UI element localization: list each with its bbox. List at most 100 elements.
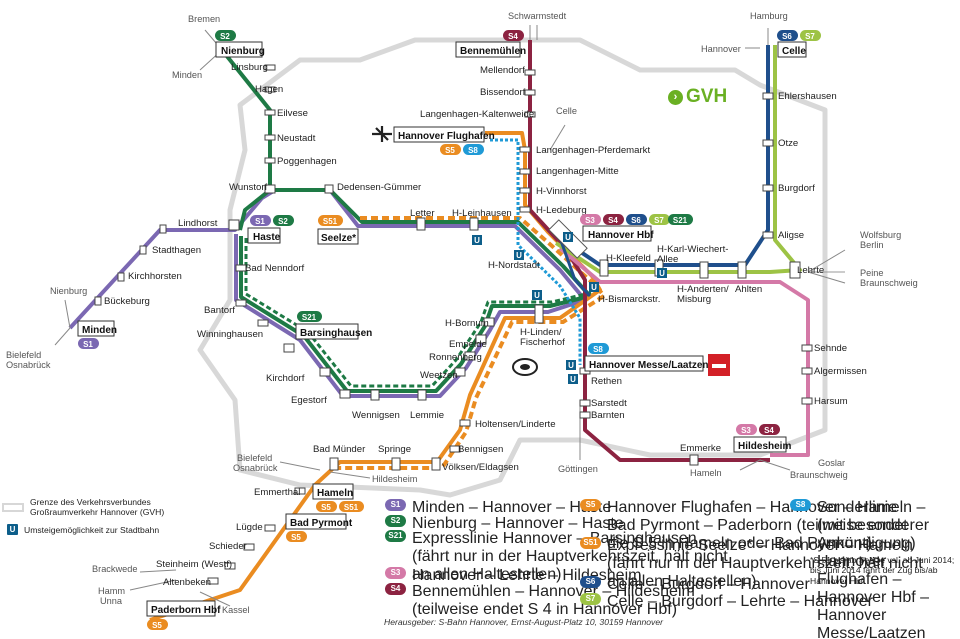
- station-haste: Haste: [253, 232, 281, 243]
- dest-peine: Peine: [860, 268, 884, 278]
- station-flughafen: Hannover Flughafen: [398, 131, 495, 142]
- legend-line-text: Expresslinie Hannover – Barsinghausen (f…: [412, 530, 728, 583]
- svg-text:S6: S6: [782, 32, 792, 41]
- line-s7: [554, 45, 802, 274]
- station-celle: Celle: [782, 46, 806, 57]
- line-s5: [149, 131, 602, 622]
- station-ahlten: Ahlten: [735, 284, 762, 295]
- station-wennigsen: Wennigsen: [352, 410, 400, 421]
- legend-transfer: U Umsteigemöglichkeit zur Stadtbahn: [7, 524, 159, 535]
- svg-text:S5: S5: [152, 621, 162, 630]
- line-core-blue: [558, 237, 592, 298]
- station-karl: H-Karl-Wiechert-Allee: [657, 244, 728, 265]
- station-pferdemarkt: Langenhagen-Pferdemarkt: [536, 145, 650, 156]
- station-vinnhorst: H-Vinnhorst: [536, 186, 587, 197]
- station-egestorf: Egestorf: [291, 395, 327, 406]
- station-bueckeburg: Bückeburg: [104, 296, 150, 307]
- station-voelksen: Völksen/Eldagsen: [442, 462, 519, 473]
- dest-nienburg-left: Nienburg: [50, 286, 87, 296]
- legend-badge: S2: [385, 515, 406, 527]
- legend-badge: S3: [385, 567, 406, 579]
- dest-goslar: Goslar: [818, 458, 845, 468]
- gvh-logo: › GVH: [668, 86, 727, 108]
- station-hameln: Hameln: [317, 488, 353, 499]
- transfer-u-icon: U: [7, 524, 18, 535]
- station-messe: Hannover Messe/Laatzen: [589, 360, 709, 371]
- dest-unna: Unna: [100, 596, 123, 606]
- svg-text:S4: S4: [508, 32, 518, 41]
- station-leinhausen: H-Leinhausen: [452, 208, 512, 219]
- station-labels: Linsburg Hagen Eilvese Neustadt Poggenha…: [104, 62, 867, 588]
- legend-badge: S1: [385, 499, 406, 511]
- dest-minden: Minden: [172, 70, 202, 80]
- station-otze: Otze: [778, 138, 798, 149]
- legend-badge: S51: [580, 537, 601, 549]
- map-badges: S2 S4 S5 S8 S6 S7 S1 S2 S51 S1 S21 S3 S4…: [78, 30, 821, 630]
- station-bantorf: Bantorf: [204, 305, 235, 316]
- station-lehrte: Lehrte: [797, 265, 824, 276]
- svg-text:S6: S6: [631, 216, 641, 225]
- station-aligse: Aligse: [778, 230, 804, 241]
- line-s2-haste: [238, 188, 272, 231]
- station-steinheim: Steinheim (Westf): [156, 559, 232, 570]
- legend-line-text: Celle – Burgdorf – Hannover: [607, 576, 810, 593]
- dest-hamm: Hamm: [98, 586, 125, 596]
- legend-badge: S8: [790, 499, 811, 511]
- publisher: Herausgeber: S-Bahn Hannover, Ernst-Augu…: [384, 617, 663, 627]
- svg-text:S3: S3: [585, 216, 595, 225]
- station-schieder: Schieder: [209, 541, 248, 552]
- dest-bremen: Bremen: [188, 14, 220, 24]
- station-markers: [94, 64, 813, 585]
- dest-osnabrueck-mid: Osnabrück: [233, 463, 278, 473]
- dest-brackwede: Brackwede: [92, 564, 137, 574]
- svg-text:U: U: [570, 375, 576, 384]
- station-seelze: Seelze*: [321, 233, 356, 244]
- station-holtensen: Holtensen/Linderte: [475, 419, 556, 430]
- svg-text:U: U: [591, 283, 597, 292]
- legend-badge: S7: [580, 593, 601, 605]
- station-barnten: Barnten: [591, 410, 625, 421]
- legend-line-text: Expresslinie Seelze* – Hannover – Hameln…: [607, 537, 923, 590]
- destination-labels: Bremen Minden Schwarmstedt Celle Hamburg…: [6, 11, 918, 615]
- station-winninghausen: Winninghausen: [197, 329, 263, 340]
- station-algermissen: Algermissen: [814, 366, 867, 377]
- dest-hildesheim-arrow: Hildesheim: [372, 474, 418, 484]
- station-poggenhagen: Poggenhagen: [277, 156, 337, 167]
- legend-badge: S5: [580, 499, 601, 511]
- station-paderborn: Paderborn Hbf: [151, 605, 221, 616]
- station-hbf: Hannover Hbf: [588, 230, 654, 241]
- station-bennigsen: Bennigsen: [458, 444, 503, 455]
- station-lemmie: Lemmie: [410, 410, 444, 421]
- dest-wolfsburg: Wolfsburg: [860, 230, 901, 240]
- svg-text:S7: S7: [654, 216, 664, 225]
- station-kaltenweide: Langenhagen-Kaltenweide: [420, 109, 534, 120]
- svg-text:S1: S1: [255, 217, 265, 226]
- station-altenbeken: Altenbeken: [163, 577, 211, 588]
- legend-line-text: Nienburg – Hannover – Haste: [412, 515, 624, 532]
- station-barsinghausen: Barsinghausen: [300, 328, 372, 339]
- svg-text:U: U: [659, 269, 665, 278]
- dest-schwarmstedt: Schwarmstedt: [508, 11, 567, 21]
- station-bornum: H-Bornum: [445, 318, 489, 329]
- station-sarstedt: Sarstedt: [591, 398, 627, 409]
- line-deister-s21: [244, 238, 595, 388]
- station-luegde: Lügde: [236, 522, 263, 533]
- svg-text:U: U: [534, 291, 540, 300]
- svg-text:S51: S51: [344, 503, 359, 512]
- dest-kassel: Kassel: [222, 605, 250, 615]
- svg-text:S21: S21: [302, 313, 317, 322]
- dest-hameln-bottom: Hameln: [690, 468, 722, 478]
- svg-text:S7: S7: [805, 32, 815, 41]
- station-box-labels: Nienburg Bennemühlen Hannover Flughafen …: [82, 46, 806, 616]
- station-ledeburg: H-Ledeburg: [536, 205, 587, 216]
- legend-badge: S4: [385, 583, 406, 595]
- legend-transfer-text: Umsteigemöglichkeit zur Stadtbahn: [24, 524, 160, 535]
- station-linsburg: Linsburg: [231, 62, 268, 73]
- station-weetzen: Weetzen: [420, 370, 458, 381]
- svg-text:S8: S8: [468, 146, 478, 155]
